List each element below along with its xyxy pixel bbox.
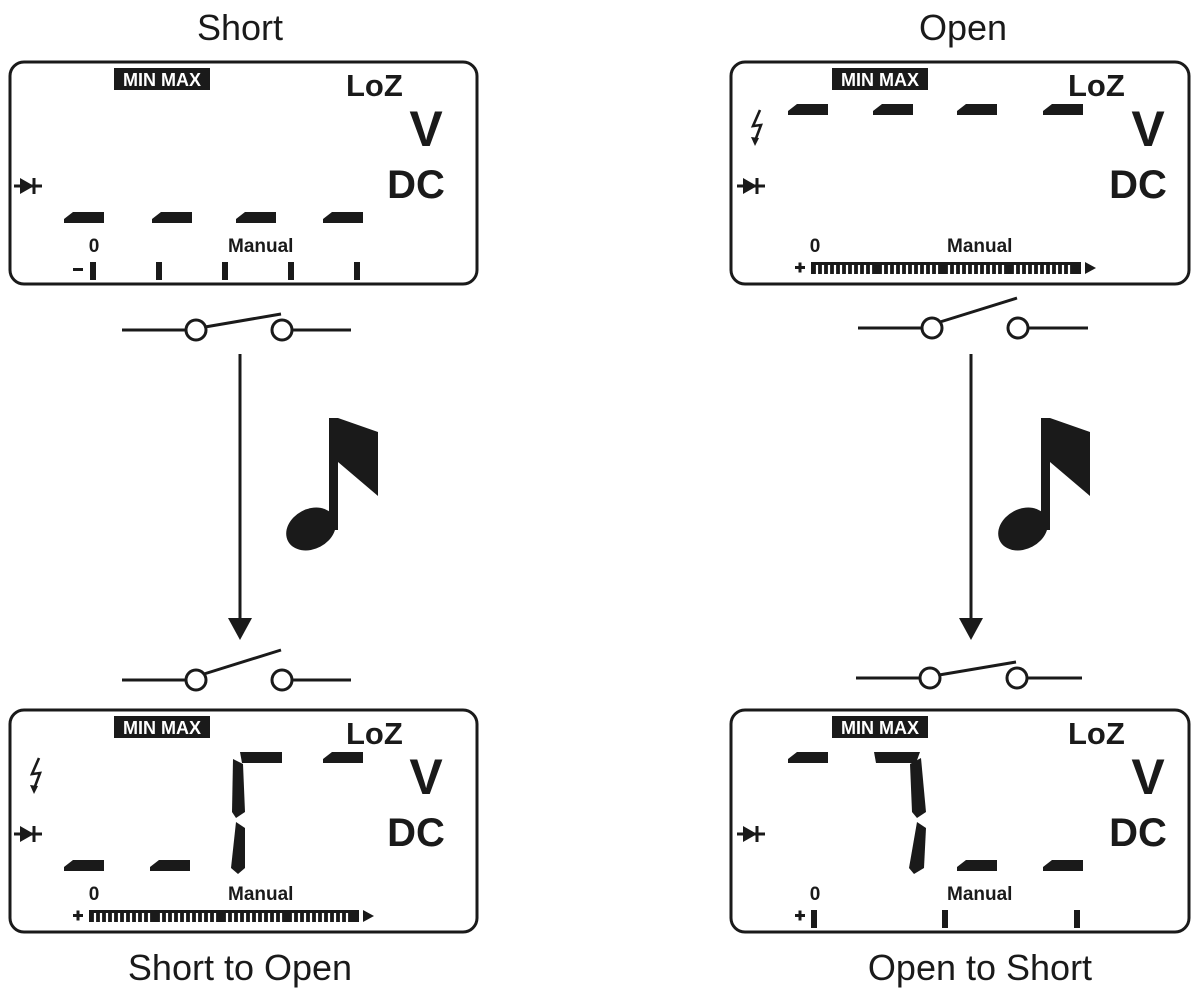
plus-sign <box>795 262 805 273</box>
minmax-badge <box>114 68 210 90</box>
lcd-frame <box>8 708 479 934</box>
digit-dash <box>323 752 363 763</box>
bargraph-ticks <box>90 262 360 280</box>
dc-label: DC <box>1109 163 1167 207</box>
lcd-frame <box>729 60 1191 286</box>
digit-dash <box>1043 104 1083 115</box>
diode-icon <box>735 824 767 844</box>
volt-unit: V <box>1131 101 1165 157</box>
digit-dash <box>1043 860 1083 871</box>
volt-unit: V <box>409 749 443 805</box>
minmax-badge <box>114 716 210 738</box>
digit-dash <box>150 860 190 871</box>
digit-dash <box>873 104 913 115</box>
digit-dash <box>64 860 104 871</box>
switch-icon <box>858 296 1088 340</box>
diode-icon <box>12 176 44 196</box>
minmax-badge <box>832 716 928 738</box>
arrow-down-icon <box>959 354 983 640</box>
title-open-to-short: Open to Short <box>868 947 1092 988</box>
dc-label: DC <box>387 811 445 855</box>
plus-sign <box>73 910 83 921</box>
display-open: MIN MAX LoZ V DC 0 Manual <box>729 60 1191 286</box>
bargraph-zero: 0 <box>89 884 100 905</box>
digit-dash <box>323 212 363 223</box>
bargraph <box>809 260 1098 276</box>
display-short: MIN MAX LoZ V DC 0 Manual <box>8 60 479 286</box>
music-note-icon <box>990 418 1090 559</box>
digit-c-shape <box>231 752 282 874</box>
music-note-icon <box>278 418 378 559</box>
dc-label: DC <box>1109 811 1167 855</box>
bargraph-ticks <box>811 910 1080 928</box>
lcd-frame <box>729 708 1191 934</box>
minus-sign <box>73 268 83 271</box>
digit-7-shape <box>874 752 926 874</box>
diode-icon <box>12 824 44 844</box>
minmax-label: MIN MAX <box>123 718 201 738</box>
lightning-icon <box>28 756 42 796</box>
digit-dash <box>788 752 828 763</box>
switch-icon <box>122 312 351 342</box>
display-open-to-short: MIN MAX LoZ V DC 0 Manual <box>729 708 1191 934</box>
dc-label: DC <box>387 163 445 207</box>
loz-label: LoZ <box>1068 68 1125 103</box>
diode-icon <box>735 176 767 196</box>
arrow-down-icon <box>228 354 252 640</box>
manual-label: Manual <box>947 236 1012 257</box>
title-open: Open <box>919 7 1007 48</box>
digit-dash <box>152 212 192 223</box>
plus-sign <box>795 910 805 921</box>
lightning-icon <box>749 108 763 148</box>
title-short-to-open: Short to Open <box>128 947 352 988</box>
minmax-label: MIN MAX <box>123 70 201 90</box>
minmax-label: MIN MAX <box>841 718 919 738</box>
bargraph <box>87 908 376 924</box>
digit-dash <box>957 860 997 871</box>
switch-icon <box>122 648 351 692</box>
volt-unit: V <box>1131 749 1165 805</box>
digit-dash <box>236 212 276 223</box>
digit-dash <box>957 104 997 115</box>
loz-label: LoZ <box>346 716 403 751</box>
loz-label: LoZ <box>346 68 403 103</box>
minmax-badge <box>832 68 928 90</box>
bargraph-zero: 0 <box>810 884 821 905</box>
digit-dash <box>64 212 104 223</box>
minmax-label: MIN MAX <box>841 70 919 90</box>
title-short: Short <box>197 7 283 48</box>
digit-dash <box>788 104 828 115</box>
manual-label: Manual <box>228 884 293 905</box>
manual-label: Manual <box>228 236 293 257</box>
volt-unit: V <box>409 101 443 157</box>
bargraph-zero: 0 <box>89 236 100 257</box>
loz-label: LoZ <box>1068 716 1125 751</box>
display-short-to-open: MIN MAX LoZ V DC 0 Manual <box>8 708 479 934</box>
switch-icon <box>856 660 1082 690</box>
manual-label: Manual <box>947 884 1012 905</box>
bargraph-zero: 0 <box>810 236 821 257</box>
lcd-frame <box>8 60 479 286</box>
